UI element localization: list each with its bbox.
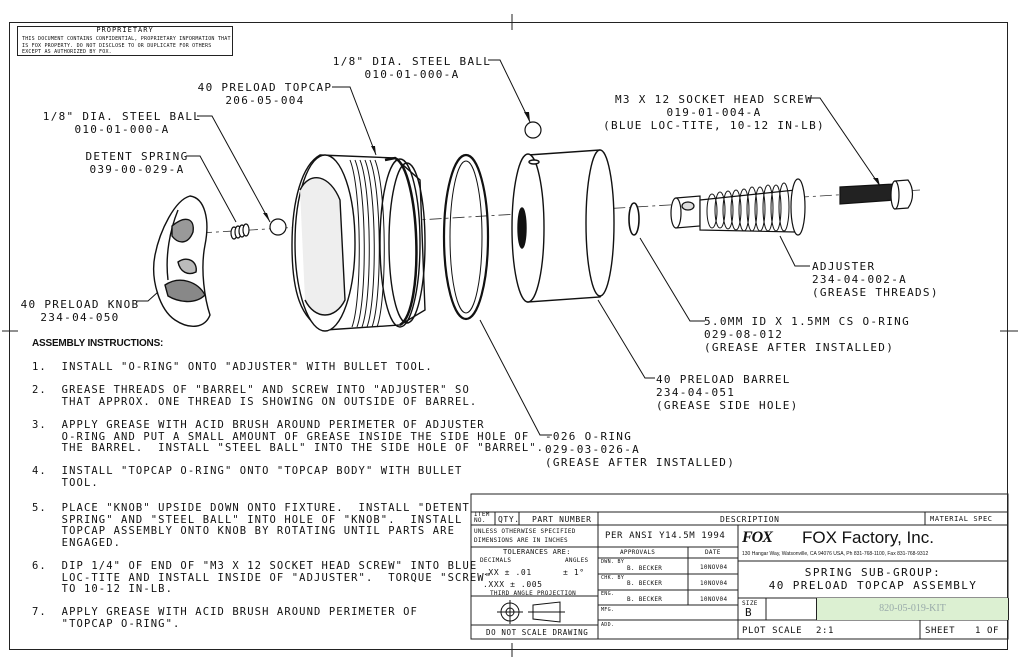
plot-scale-value: 2:1 (816, 626, 835, 636)
eng-label: ENG. (601, 591, 615, 597)
qty-header: QTY. (498, 515, 520, 524)
size-label: SIZE (742, 600, 758, 607)
steel-ball-left (269, 218, 287, 236)
per-ansi: PER ANSI Y14.5M 1994 (605, 531, 726, 541)
o-ring-small-part (628, 202, 640, 236)
adjuster-part (670, 178, 806, 236)
instructions-heading: ASSEMBLY INSTRUCTIONS: (32, 338, 164, 349)
proprietary-body: THIS DOCUMENT CONTAINS CONFIDENTIAL, PRO… (22, 36, 231, 55)
eng-date: 10NOV04 (700, 596, 728, 603)
date-header: DATE (705, 549, 721, 556)
third-angle-symbol (497, 600, 565, 624)
tol-angle: ± 1° (563, 568, 585, 577)
size-value: B (745, 606, 753, 619)
preload-barrel-part (511, 149, 615, 303)
instruction-step: 7. APPLY GREASE WITH ACID BRUSH AROUND P… (32, 606, 418, 630)
chk-by-label: CHK. BY (601, 575, 625, 581)
detent-spring-part (230, 223, 250, 240)
angles-label: ANGLES (565, 557, 589, 564)
socket-head-screw-part (839, 179, 914, 210)
steel-ball-top (524, 121, 542, 139)
approvals-header: APPROVALS (620, 549, 656, 556)
company-name: FOX Factory, Inc. (802, 528, 934, 547)
drawing-border (9, 22, 1008, 650)
instruction-step: 5. PLACE "KNOB" UPSIDE DOWN ONTO FIXTURE… (32, 502, 470, 549)
dwn-by-label: DWN. BY (601, 559, 625, 565)
leader-arrows (263, 112, 880, 222)
sheet-label: SHEET (925, 626, 956, 636)
description-header: DESCRIPTION (720, 515, 780, 524)
eng-name: B. BECKER (627, 596, 663, 603)
drawn-by-name: B. BECKER (627, 565, 663, 572)
plot-scale-label: PLOT SCALE (742, 626, 803, 636)
unless-note: UNLESS OTHERWISE SPECIFIED (474, 528, 576, 535)
checked-by-name: B. BECKER (627, 580, 663, 587)
part-number-cell: 820-05-019-KIT (816, 598, 1009, 620)
do-not-scale: DO NOT SCALE DRAWING (486, 628, 589, 637)
third-angle-label: THIRD ANGLE PROJECTION (490, 590, 577, 597)
mfg-label: MFG. (601, 607, 615, 613)
instruction-step: 3. APPLY GREASE WITH ACID BRUSH AROUND P… (32, 419, 545, 454)
part-number-header: PART NUMBER (532, 515, 592, 524)
o-ring-026-part (442, 153, 490, 321)
decimals-label: DECIMALS (480, 557, 512, 564)
drawing-title: SPRING SUB-GROUP:40 PRELOAD TOPCAP ASSEM… (768, 566, 978, 592)
instruction-step: 6. DIP 1/4" OF END OF "M3 X 12 SOCKET HE… (32, 560, 493, 595)
preload-topcap-part (291, 154, 426, 332)
leader-lines (137, 59, 881, 436)
item-no-header: ITEM NO. (474, 511, 490, 524)
preload-knob-part (153, 195, 211, 327)
sheet-value: 1 OF (975, 626, 1000, 636)
add-label: ADD. (601, 622, 615, 628)
part-number-value: 820-05-019-KIT (879, 603, 946, 614)
proprietary-notice: PROPRIETARY THIS DOCUMENT CONTAINS CONFI… (17, 26, 233, 56)
instruction-step: 2. GREASE THREADS OF "BARREL" AND SCREW … (32, 384, 478, 408)
instruction-step: 4. INSTALL "TOPCAP O-RING" ONTO "TOPCAP … (32, 465, 463, 489)
tol-xx: .XX ± .01 (483, 568, 532, 577)
checked-date: 10NOV04 (700, 580, 728, 587)
proprietary-header: PROPRIETARY (96, 26, 154, 34)
company-address: 130 Hangar Way, Watsonville, CA 94076 US… (742, 551, 929, 557)
fox-logo: FOX (742, 529, 773, 546)
tolerances-label: TOLERANCES ARE: (503, 548, 571, 556)
dims-note: DIMENSIONS ARE IN INCHES (474, 537, 568, 544)
material-spec-header: MATERIAL SPEC (930, 515, 993, 523)
tol-xxx: .XXX ± .005 (483, 580, 543, 589)
title-block-grid (470, 493, 1009, 640)
drawn-date: 10NOV04 (700, 564, 728, 571)
instruction-step: 1. INSTALL "O-RING" ONTO "ADJUSTER" WITH… (32, 361, 433, 373)
